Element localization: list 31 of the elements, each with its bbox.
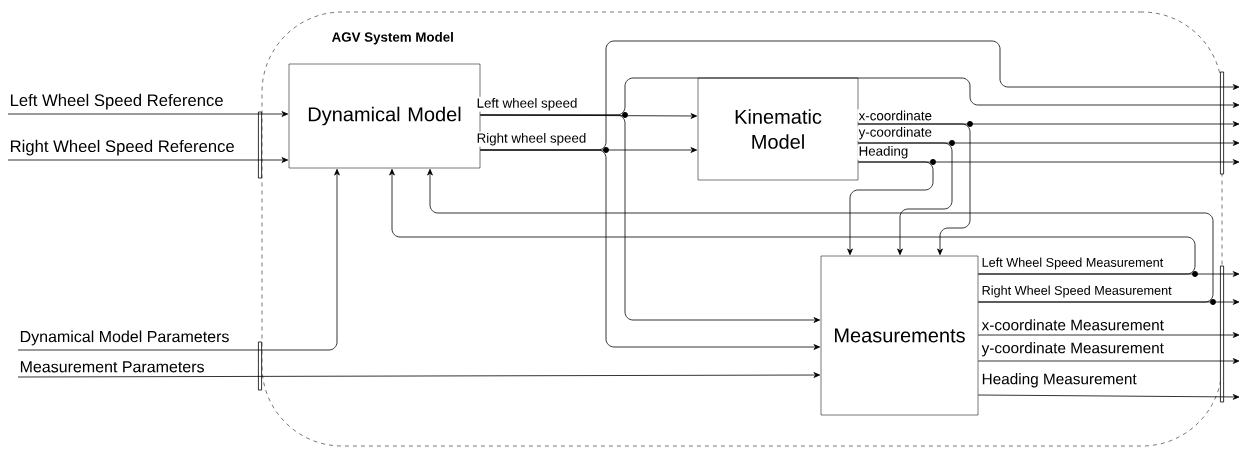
- edge-label: Measurement Parameters: [18, 359, 206, 374]
- arrow: [17, 168, 340, 351]
- edge-label: x-coordinate: [857, 109, 934, 122]
- arrow: [389, 168, 1196, 275]
- edge-label: Heading: [857, 144, 910, 160]
- edge-label: Heading Measurement: [980, 371, 1139, 389]
- edge-label: y-coordinate Measurement: [980, 340, 1166, 358]
- edge-label: Right wheel speed: [475, 131, 588, 147]
- arrow: [847, 161, 934, 256]
- edge-label: x-coordinate Measurement: [980, 317, 1166, 332]
- arrow: [427, 168, 1214, 303]
- arrow: [977, 394, 1240, 400]
- arrow: [857, 142, 953, 256]
- edge-label: Right Wheel Speed Reference: [8, 138, 237, 157]
- process-box: Kinematic Model: [697, 77, 859, 181]
- arrow: [857, 123, 971, 256]
- arrow: [977, 332, 1240, 338]
- arrow: [7, 157, 289, 163]
- arrow: [7, 111, 289, 117]
- arrow: [479, 77, 1240, 116]
- edge-label: Left Wheel Speed Reference: [8, 92, 225, 111]
- arrow: [479, 40, 1240, 151]
- arrow: [17, 372, 821, 378]
- edge-label: y-coordinate: [857, 125, 934, 141]
- process-box: Measurements: [820, 255, 979, 416]
- edge-label: Left Wheel Speed Measurement: [980, 256, 1165, 271]
- arrow: [977, 358, 1240, 364]
- edge-label: Right Wheel Speed Measurement: [980, 284, 1174, 299]
- edge-label: Left wheel speed: [475, 96, 579, 112]
- boundary-title: AGV System Model: [331, 32, 453, 45]
- edge-label: Dynamical Model Parameters: [18, 329, 231, 347]
